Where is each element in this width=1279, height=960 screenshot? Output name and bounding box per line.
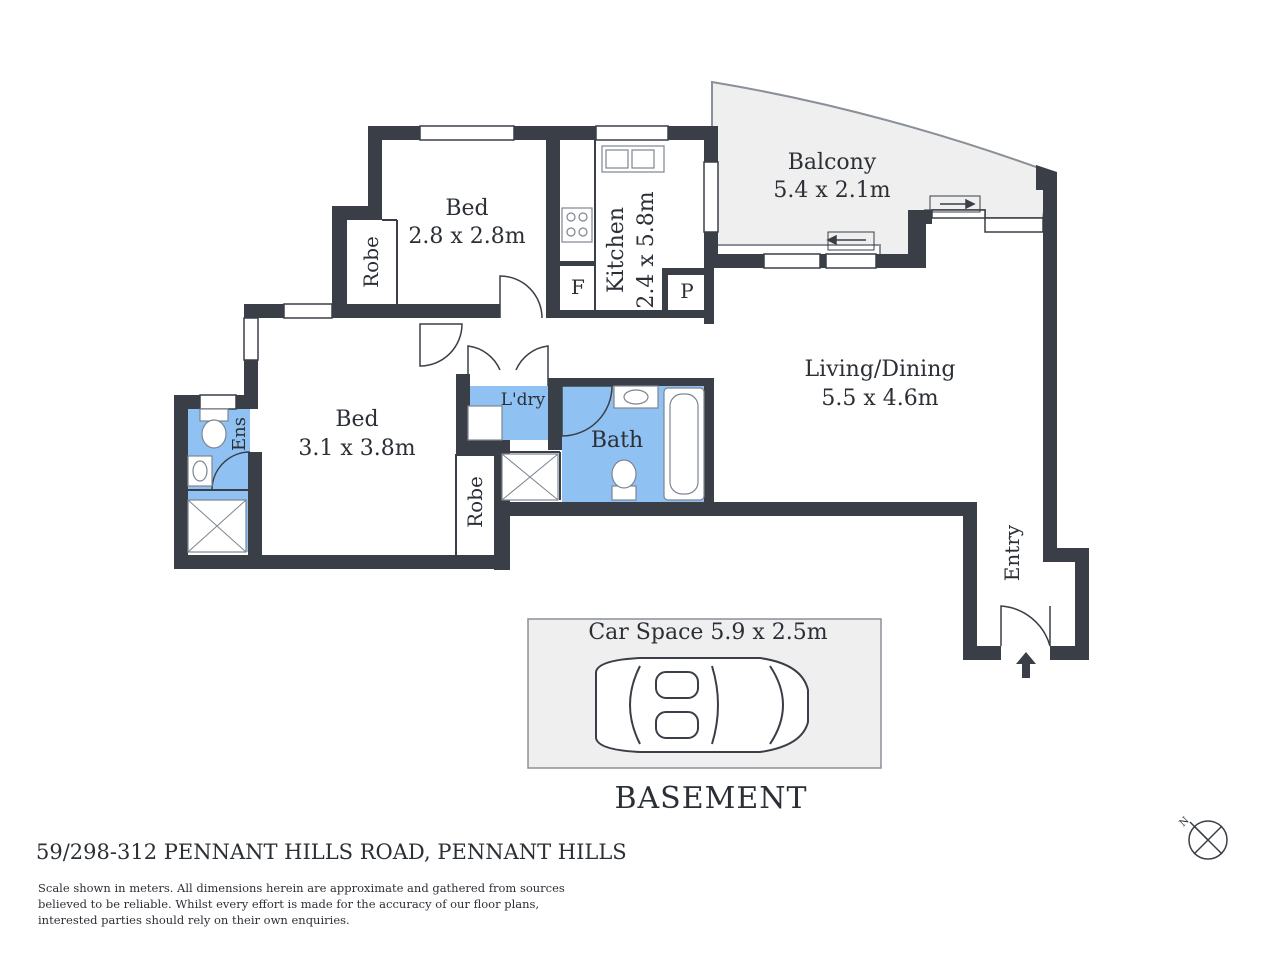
property-address: 59/298-312 PENNANT HILLS ROAD, PENNANT H…	[36, 840, 627, 864]
compass-icon	[1188, 820, 1228, 860]
living-size: 5.5 x 4.6m	[821, 386, 938, 411]
basement-label: BASEMENT	[614, 781, 807, 816]
kitchen-label: Kitchen	[604, 207, 629, 293]
ensuite-label: Ens	[229, 417, 250, 451]
robe2-label: Robe	[463, 476, 487, 528]
bed2-label: Bed	[335, 407, 378, 432]
kitchen-size: 2.4 x 5.8m	[634, 191, 659, 308]
balcony-floor	[711, 80, 1052, 263]
bed2-size: 3.1 x 3.8m	[298, 436, 415, 461]
laundry-label: L'dry	[501, 390, 546, 410]
car-space-label: Car Space 5.9 x 2.5m	[588, 620, 827, 645]
fixtures	[187, 145, 705, 553]
car-icon	[595, 657, 809, 753]
living-label: Living/Dining	[805, 357, 956, 382]
compass-north-label: N	[1178, 815, 1192, 829]
windows	[199, 125, 1044, 410]
bath-label: Bath	[591, 428, 643, 453]
balcony-label: Balcony	[788, 150, 877, 175]
sliding-door-arrows	[826, 195, 981, 251]
bed1-size: 2.8 x 2.8m	[408, 224, 525, 249]
shower-diagonals	[187, 453, 559, 553]
pantry-label: P	[680, 279, 693, 303]
entry-arrow-icon	[1016, 652, 1036, 678]
robe1-label: Robe	[359, 236, 383, 288]
bed1-label: Bed	[445, 196, 488, 221]
disclaimer-text: Scale shown in meters. All dimensions he…	[38, 881, 565, 927]
door-swings	[211, 275, 1051, 647]
walls	[174, 126, 1089, 660]
balcony-size: 5.4 x 2.1m	[773, 178, 890, 203]
entry-label: Entry	[1000, 524, 1024, 581]
fridge-label: F	[571, 275, 585, 299]
